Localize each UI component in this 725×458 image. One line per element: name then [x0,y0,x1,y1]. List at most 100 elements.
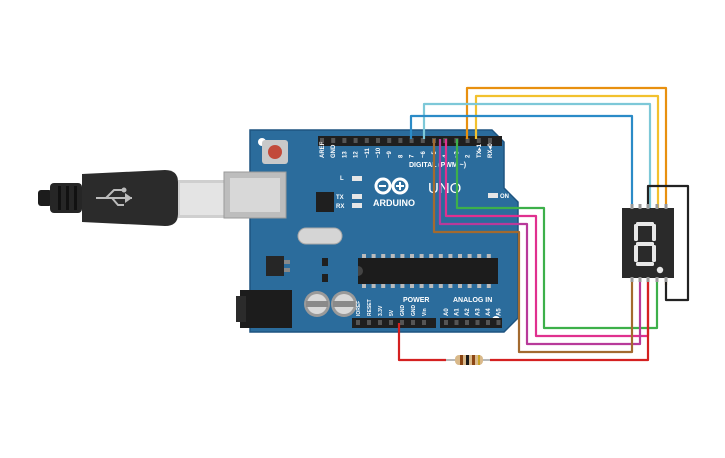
smd-part [322,274,328,282]
display-pin[interactable] [664,277,668,282]
digital-pin-socket[interactable] [420,138,425,143]
digital-pin-label: RX◂0 [488,143,494,158]
digital-pin-socket[interactable] [353,138,358,143]
digital-pin-socket[interactable] [376,138,380,143]
power-pin-label: 3.3V [378,305,384,316]
digital-pin-label: ~6 [421,150,427,158]
capacitor-2 [331,291,357,317]
model-label: UNO [428,180,461,197]
analog-pin-label: A3 [476,308,482,316]
wire-black[interactable] [646,184,690,302]
display-pin[interactable] [655,204,659,209]
display-pin[interactable] [655,277,659,282]
digital-pin-label: ~9 [387,150,393,158]
voltage-regulator [266,256,290,276]
analog-pin-socket[interactable] [444,320,448,325]
wire-magenta[interactable] [438,139,642,346]
analog-pin-socket[interactable] [496,320,501,325]
digital-pin-label: 12 [354,151,360,158]
power-pin-socket[interactable] [367,320,371,325]
display-pin[interactable] [664,204,668,209]
led-l-label: L [340,176,344,182]
digit-segments [634,222,656,266]
reset-button[interactable] [262,140,288,164]
analog-pin-socket[interactable] [465,320,469,325]
arduino-uno-board[interactable]: L TX RX ON ARDUINO UNO AREF GND 13 12 ~11 ~10… [223,129,519,333]
analog-header-label: ANALOG IN [453,297,492,304]
digital-pin-socket[interactable] [364,138,369,143]
digital-header-label: DIGITAL (PWM ~) [409,162,466,169]
power-header-label: POWER [403,297,429,304]
capacitor-1 [304,291,330,317]
power-jack[interactable] [236,290,292,328]
power-pin-socket[interactable] [411,320,415,325]
digital-pin-label: 8 [398,154,404,158]
analog-pin-label: A4 [486,308,492,316]
display-pin[interactable] [646,277,650,282]
atmega-chip [358,254,498,288]
display-pin[interactable] [630,277,634,282]
arduino-logo [374,177,409,195]
digital-pin-socket[interactable] [476,138,481,143]
display-digit-value: 8. [0,0,2,1]
led-on-label: ON [500,194,509,200]
display-pin[interactable] [638,277,642,282]
digital-pin-socket[interactable] [331,138,336,143]
power-pin-socket[interactable] [400,320,404,325]
analog-pin-socket[interactable] [475,320,480,325]
digital-pin-socket[interactable] [465,138,470,143]
led-rx [352,203,362,208]
power-pin-socket[interactable] [422,320,426,325]
display-pin[interactable] [630,204,634,209]
digital-pin-label: ~10 [376,147,382,158]
led-l [352,176,362,181]
digital-pin-socket[interactable] [342,138,347,143]
digital-pin-socket[interactable] [488,138,492,143]
digital-pin-socket[interactable] [409,138,414,143]
digital-pin-socket[interactable] [398,138,403,143]
wire-blue[interactable] [409,114,634,215]
power-pin-socket[interactable] [389,320,393,325]
led-rx-label: RX [336,204,344,210]
analog-pin-label: A2 [465,308,471,316]
digital-pin-label: AREF [320,141,326,158]
seven-segment-display[interactable]: 8. [0,0,674,282]
digital-pin-socket[interactable] [387,138,392,143]
usb-chip [316,192,334,212]
power-pin-label: 5V [389,309,395,316]
display-pin[interactable] [646,204,650,209]
wire-yellow[interactable] [474,94,660,215]
led-tx [352,194,362,199]
decimal-point [656,266,664,274]
wire-brown[interactable] [432,139,634,354]
digital-pin-label: ~11 [365,147,371,158]
digital-pin-socket[interactable] [320,138,324,143]
wire-green[interactable] [455,139,659,330]
power-pin-label: GND [411,305,417,317]
analog-pin-label: A5 [497,308,503,316]
analog-pin-label: A1 [455,308,461,316]
display-pin[interactable] [638,204,642,209]
power-pin-socket[interactable] [378,320,382,325]
analog-pin-socket[interactable] [454,320,459,325]
brand-label: ARDUINO [373,198,415,208]
crystal-oscillator [297,227,343,245]
digital-pin-label: 2 [466,154,472,158]
led-tx-label: TX [336,195,344,201]
power-pin-label: GND [400,305,406,317]
resistor[interactable] [446,355,490,365]
wire-red-right[interactable] [490,276,650,362]
analog-pin-socket[interactable] [486,320,490,325]
power-header [352,318,436,328]
analog-header [440,318,502,328]
wire-cyan[interactable] [422,102,652,215]
wire-red-left[interactable] [397,323,446,362]
power-pin-label: Vin [422,308,428,316]
usb-cable[interactable] [38,170,226,226]
digital-pin-label: 13 [342,151,348,158]
power-pin-label: IOREF [356,301,362,316]
power-pin-socket[interactable] [356,320,360,325]
smd-part [322,258,328,266]
digital-pin-label: 7 [410,154,416,158]
